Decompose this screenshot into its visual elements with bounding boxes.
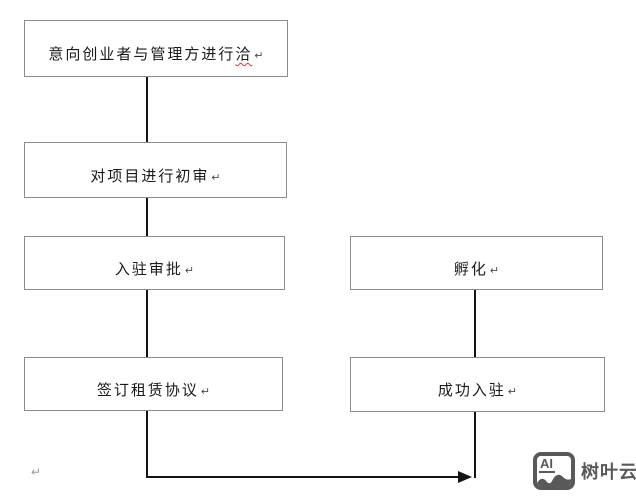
paragraph-mark: ↵ — [31, 465, 42, 479]
arrowhead-right-icon — [458, 471, 472, 483]
connector-approval-to-lease — [146, 290, 148, 357]
return-mark: ↵ — [211, 171, 221, 184]
return-mark: ↵ — [254, 50, 264, 62]
flow-box-label: 对项目进行初审 — [90, 168, 210, 185]
return-mark: ↵ — [507, 386, 518, 398]
flow-box-success-entry: 成功入驻↵ — [350, 357, 605, 412]
flow-box-incubation: 孵化↵ — [350, 236, 603, 290]
watermark: AI 树叶云 — [533, 452, 636, 490]
return-mark: ↵ — [200, 385, 211, 398]
connector-incubation-to-success — [474, 290, 476, 357]
flow-box-sign-lease: 签订租赁协议↵ — [24, 357, 283, 411]
return-mark: ↵ — [184, 264, 195, 277]
connector-success-down-segment — [474, 412, 476, 478]
flow-box-initial-review: 对项目进行初审↵ — [24, 142, 287, 198]
flow-box-label: 孵化 — [453, 261, 488, 278]
connector-lease-down-segment — [146, 411, 148, 478]
flow-box-negotiation: 意向创业者与管理方进行洽↵ — [24, 20, 288, 77]
mountain-icon — [537, 474, 571, 486]
watermark-ai-label: AI — [539, 456, 555, 473]
flow-box-label-spellcheck: 洽 — [235, 47, 253, 63]
flow-box-label: 入驻审批 — [114, 261, 183, 278]
watermark-brand-text: 树叶云 — [581, 462, 636, 482]
flow-box-label: 成功入驻 — [437, 383, 506, 399]
connector-negotiation-to-review — [146, 77, 148, 142]
connector-bottom-horizontal-segment — [146, 476, 460, 478]
flow-box-entry-approval: 入驻审批↵ — [24, 236, 285, 290]
flow-box-label: 意向创业者与管理方进行 — [48, 47, 236, 63]
ai-image-logo-icon: AI — [533, 452, 575, 490]
return-mark: ↵ — [489, 264, 500, 277]
flow-box-label: 签订租赁协议 — [96, 382, 199, 399]
connector-review-to-approval — [146, 198, 148, 236]
